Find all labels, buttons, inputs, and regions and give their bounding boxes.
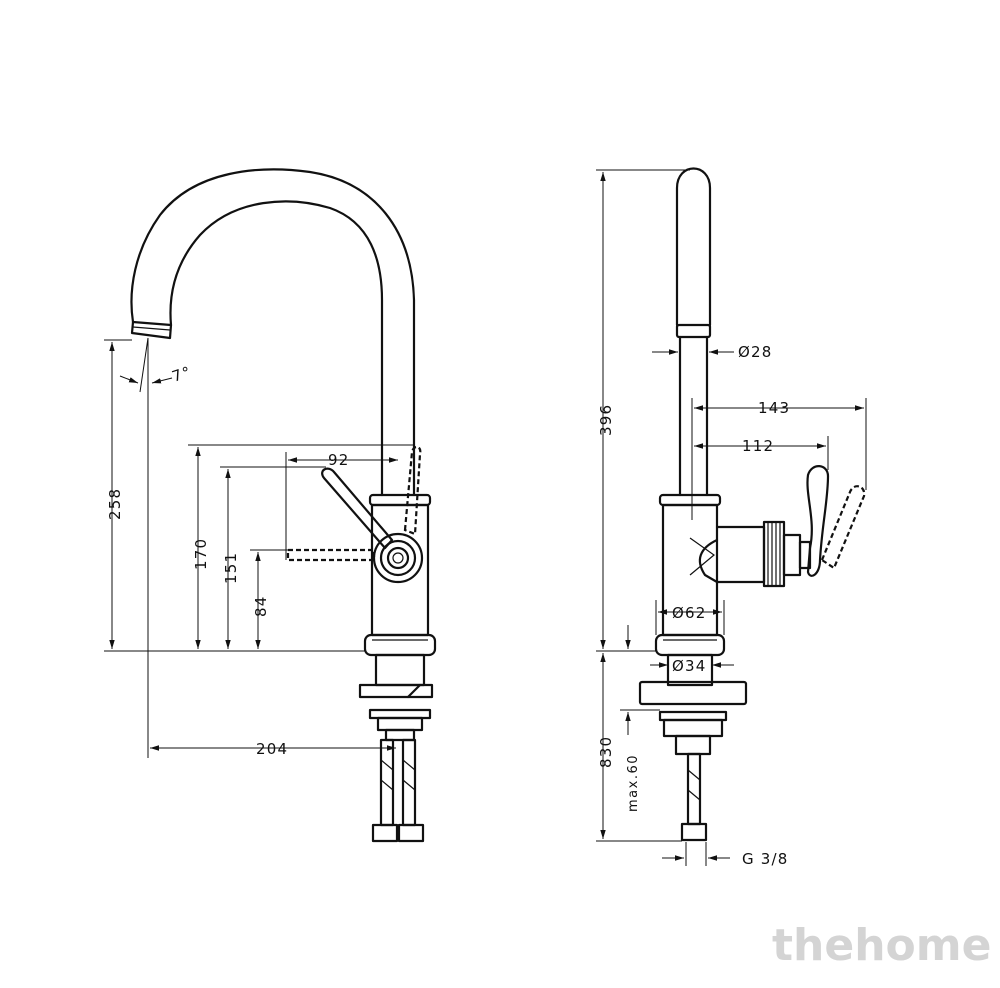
- side-view: 396 830 max.60 Ø28 143 112 Ø62 Ø34: [596, 167, 867, 868]
- dim-170-label: 170: [192, 538, 210, 570]
- dim-d34-label: Ø34: [672, 657, 707, 675]
- dim-angle-label: 7°: [170, 363, 194, 386]
- side-dimensions: 396 830 max.60 Ø28 143 112 Ø62 Ø34: [596, 169, 867, 868]
- watermark-logo: thehome: [772, 920, 991, 971]
- dim-84-label: 84: [252, 596, 270, 618]
- dim-396-label: 396: [597, 404, 615, 436]
- dim-d28-label: Ø28: [738, 343, 773, 361]
- front-mounting: [358, 653, 434, 843]
- dim-max60-label: max.60: [626, 754, 641, 812]
- front-body: [286, 445, 437, 657]
- dim-143-label: 143: [758, 399, 790, 417]
- dim-d62-label: Ø62: [672, 604, 707, 622]
- dim-92-label: 92: [328, 451, 350, 469]
- front-spout: [130, 168, 416, 497]
- front-view: 258 170 151 84 92 204 7°: [104, 168, 437, 843]
- dim-204-label: 204: [256, 740, 288, 758]
- side-spout: [675, 167, 712, 497]
- dim-112-label: 112: [742, 437, 774, 455]
- dim-830-label: 830: [597, 736, 615, 768]
- front-dimensions: 258 170 151 84 92 204 7°: [104, 337, 414, 758]
- side-mounting: [638, 653, 748, 842]
- dim-thread-label: G 3/8: [742, 850, 789, 868]
- dim-151-label: 151: [222, 552, 240, 584]
- side-body: [654, 465, 866, 657]
- dim-258-label: 258: [106, 488, 124, 520]
